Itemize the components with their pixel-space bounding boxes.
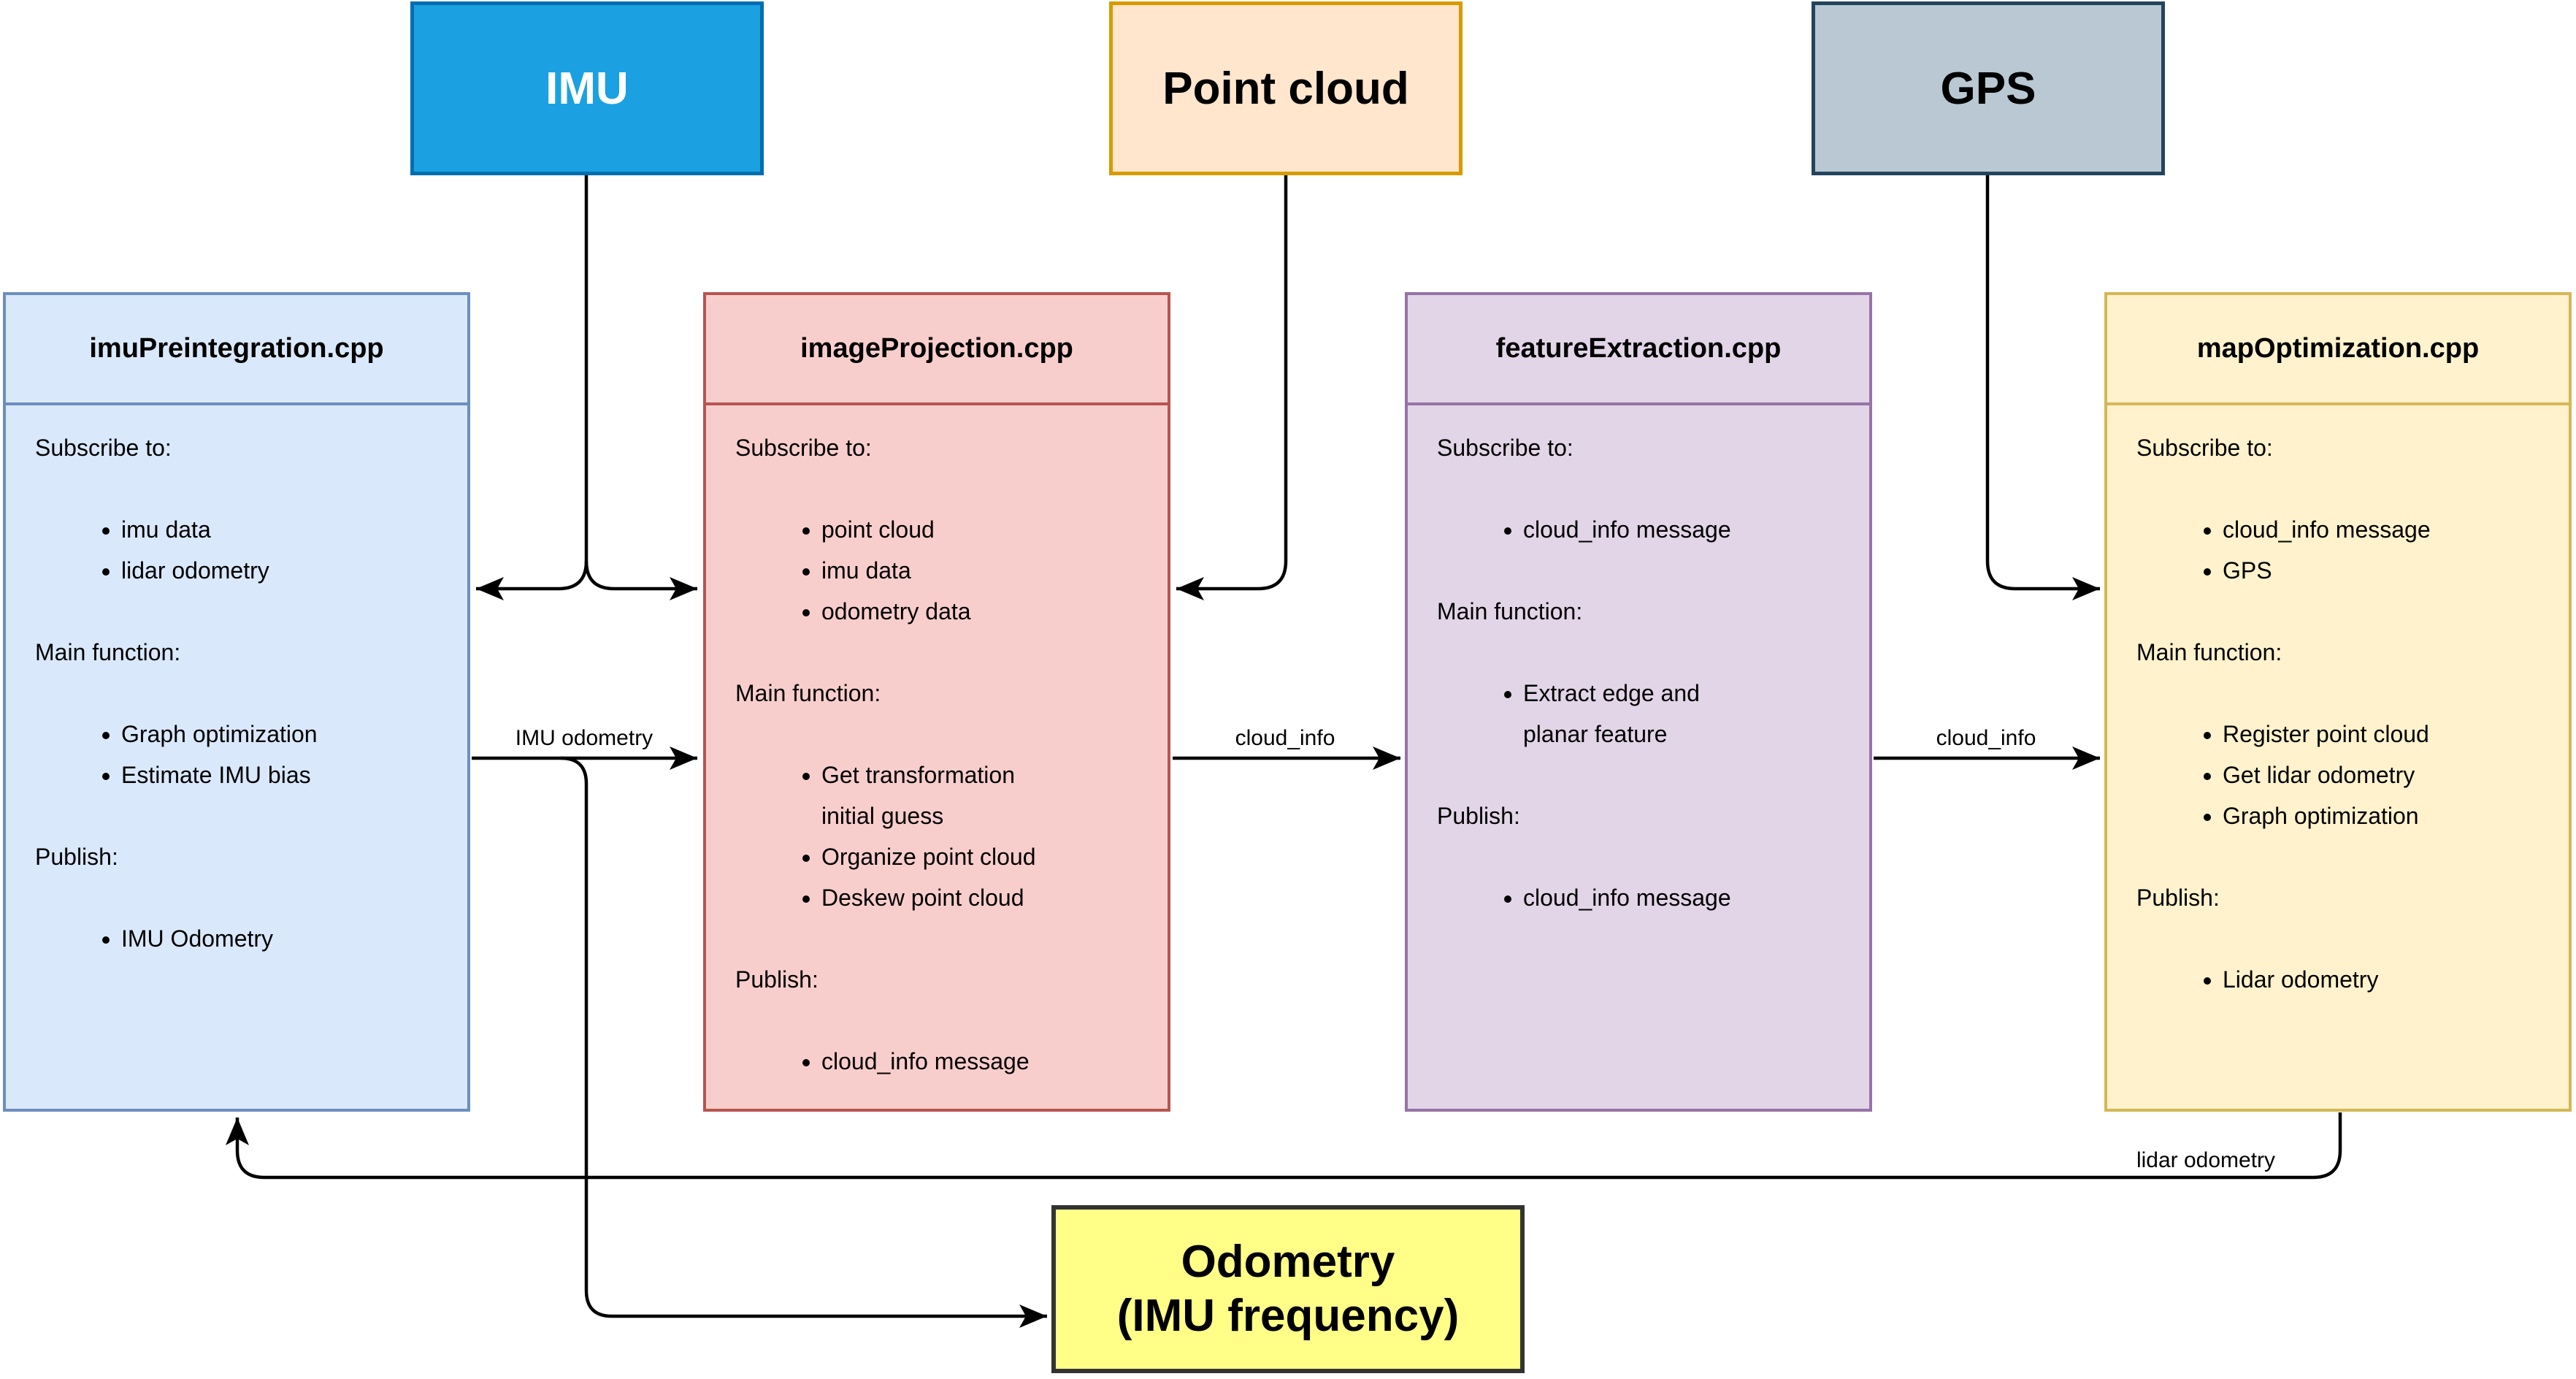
module-body: Subscribe to: point cloud imu data odome… [706, 405, 1168, 1082]
bullet-list: IMU Odometry [35, 918, 450, 959]
bullet-list: cloud_info message GPS [2136, 509, 2551, 591]
edge-imu-stem-left [476, 175, 589, 600]
node-odometry-output: Odometry (IMU frequency) [1051, 1205, 1525, 1373]
bullet-list: point cloud imu data odometry data [735, 509, 1150, 632]
bullet-list: cloud_info message [735, 1041, 1150, 1082]
bullet-list: Lidar odometry [2136, 959, 2551, 1000]
bullet-item: lidar odometry [121, 550, 450, 591]
bullet-list: Graph optimization Estimate IMU bias [35, 714, 450, 795]
edge-lidar-odometry-feedback [226, 1112, 2342, 1180]
bullet-item: IMU Odometry [121, 918, 450, 959]
module-body: Subscribe to: imu data lidar odometry Ma… [6, 405, 467, 959]
module-title: mapOptimization.cpp [2107, 295, 2569, 405]
bullet-item: cloud_info message [821, 1041, 1150, 1082]
node-image-projection: imageProjection.cpp Subscribe to: point … [703, 292, 1170, 1112]
bullet-item: cloud_info message [1523, 877, 1852, 918]
bullet-item: Organize point cloud [821, 836, 1150, 877]
edge-label-imu-odometry: IMU odometry [510, 726, 658, 751]
bullet-item: Get transformation initial guess [821, 755, 1150, 836]
node-imu: IMU [410, 1, 764, 175]
node-map-optimization: mapOptimization.cpp Subscribe to: cloud_… [2104, 292, 2572, 1112]
bullet-item: Graph optimization [121, 714, 450, 755]
bullet-item: Estimate IMU bias [121, 755, 450, 795]
bullet-item: point cloud [821, 509, 1150, 550]
edge-pointcloud-to-imageprojection [1176, 175, 1288, 600]
section-heading: Main function: [1437, 598, 1583, 624]
edge-label-cloud-info-1: cloud_info [1230, 726, 1340, 751]
node-imu-label: IMU [545, 63, 629, 114]
bullet-list: Register point cloud Get lidar odometry … [2136, 714, 2551, 836]
section-heading: Main function: [35, 639, 181, 665]
section-heading: Publish: [735, 966, 819, 993]
node-point-cloud-label: Point cloud [1162, 63, 1409, 114]
node-point-cloud: Point cloud [1109, 1, 1463, 175]
section-heading: Subscribe to: [2136, 435, 2273, 461]
module-title: imageProjection.cpp [706, 295, 1168, 405]
bullet-item: Deskew point cloud [821, 877, 1150, 918]
bullet-list: Get transformation initial guess Organiz… [735, 755, 1150, 918]
node-feature-extraction: featureExtraction.cpp Subscribe to: clou… [1405, 292, 1872, 1112]
bullet-item: Register point cloud [2223, 714, 2551, 755]
node-odometry-output-label: Odometry (IMU frequency) [1116, 1237, 1460, 1341]
edge-label-cloud-info-2: cloud_info [1931, 726, 2041, 751]
bullet-item: imu data [121, 509, 450, 550]
edge-label-lidar-odometry: lidar odometry [2131, 1148, 2280, 1173]
section-heading: Publish: [2136, 885, 2220, 911]
module-title: featureExtraction.cpp [1408, 295, 1869, 405]
bullet-list: cloud_info message [1437, 877, 1852, 918]
node-gps-label: GPS [1940, 63, 2036, 114]
node-gps: GPS [1812, 1, 2165, 175]
bullet-item: cloud_info message [1523, 509, 1852, 550]
module-title: imuPreintegration.cpp [6, 295, 467, 405]
bullet-list: cloud_info message [1437, 509, 1852, 550]
section-heading: Main function: [735, 680, 881, 706]
section-heading: Main function: [2136, 639, 2282, 665]
bullet-item: Graph optimization [2223, 795, 2551, 836]
node-imu-preintegration: imuPreintegration.cpp Subscribe to: imu … [3, 292, 470, 1112]
bullet-item: cloud_info message [2223, 509, 2551, 550]
bullet-item: Get lidar odometry [2223, 755, 2551, 795]
section-heading: Subscribe to: [735, 435, 872, 461]
bullet-item: odometry data [821, 591, 1150, 632]
bullet-item: imu data [821, 550, 1150, 591]
bullet-item: Lidar odometry [2223, 959, 2551, 1000]
section-heading: Subscribe to: [1437, 435, 1573, 461]
module-body: Subscribe to: cloud_info message Main fu… [1408, 405, 1869, 918]
section-heading: Publish: [1437, 803, 1520, 829]
bullet-list: Extract edge and planar feature [1437, 673, 1852, 755]
bullet-list: imu data lidar odometry [35, 509, 450, 591]
section-heading: Subscribe to: [35, 435, 172, 461]
edge-gps-to-mapoptimization [1985, 175, 2100, 600]
module-body: Subscribe to: cloud_info message GPS Mai… [2107, 405, 2569, 1000]
bullet-item: GPS [2223, 550, 2551, 591]
section-heading: Publish: [35, 844, 118, 870]
bullet-item: Extract edge and planar feature [1523, 673, 1852, 755]
edge-imu-stem-right [584, 560, 697, 600]
